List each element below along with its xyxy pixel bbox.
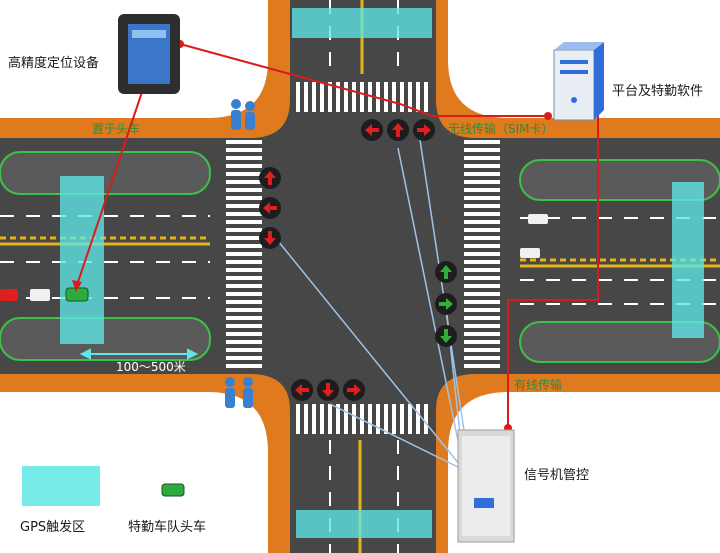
legend-head-car-label: 特勤车队头车 xyxy=(128,520,207,535)
signal-head-left-arrow xyxy=(291,379,313,401)
pedestrian-icon xyxy=(225,99,255,408)
signal-head-right-arrow xyxy=(343,379,365,401)
signal-head-down-arrow xyxy=(317,379,339,401)
controller-label: 信号机管控 xyxy=(524,468,590,483)
communication-links xyxy=(75,43,599,428)
signal-head-right-arrow xyxy=(435,293,457,315)
distance-label: 100～500米 xyxy=(116,360,186,374)
traffic-signals xyxy=(259,119,457,401)
signal-head-down-arrow xyxy=(435,325,457,347)
signal-head-up-arrow xyxy=(387,119,409,141)
signal-head-left-arrow xyxy=(259,197,281,219)
distance-arrow xyxy=(79,348,199,360)
signal-head-up-arrow xyxy=(435,261,457,283)
signal-head-right-arrow xyxy=(413,119,435,141)
signal-head-up-arrow xyxy=(259,167,281,189)
signal-cabinet-icon xyxy=(457,429,515,543)
gps-device-label: 高精度定位设备 xyxy=(8,56,100,71)
car-icon xyxy=(0,214,548,302)
signal-head-left-arrow xyxy=(361,119,383,141)
platform-label: 平台及特勤软件 xyxy=(612,84,704,99)
head-car-placement-label: 置于头车 xyxy=(92,122,141,136)
legend-gps-zone-label: GPS触发区 xyxy=(20,520,86,535)
signal-head-down-arrow xyxy=(259,227,281,249)
crosswalks xyxy=(226,82,500,434)
server-icon xyxy=(553,42,604,121)
legend xyxy=(22,466,185,506)
tablet-icon xyxy=(118,14,180,94)
wired-transmission-label: 有线传输 xyxy=(514,378,563,392)
gps-trigger-zones xyxy=(60,8,704,538)
median-strips xyxy=(0,151,720,363)
wireless-transmission-label: 无线传输（SIM卡） xyxy=(448,122,554,136)
